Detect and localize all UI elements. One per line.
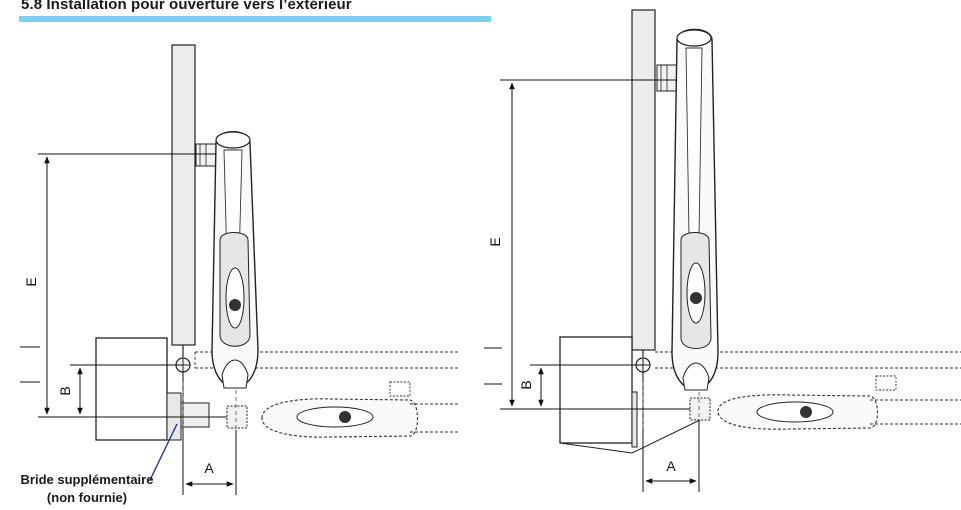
reference-lines	[182, 382, 237, 430]
right-figure: E B A	[484, 9, 961, 492]
dimension-label-a: A	[666, 458, 676, 474]
dimension-label-e: E	[23, 277, 39, 286]
dimension-label-b: B	[57, 386, 73, 395]
callout-line-1: Bride supplémentaire	[21, 472, 154, 487]
actuator-horizontal	[689, 375, 961, 430]
actuator-vertical	[656, 28, 719, 391]
gate-post	[631, 9, 656, 351]
dimension-label-e: E	[487, 237, 503, 246]
wall-bracket-box	[95, 337, 168, 441]
dimension-label-a: A	[204, 460, 214, 476]
callout-leader	[149, 423, 178, 481]
mounting-plate	[631, 391, 638, 448]
wall-bracket-box	[559, 336, 633, 444]
gate-post	[171, 44, 196, 346]
gate-leaf-outline	[194, 351, 460, 369]
section-heading: 5.8 Installation pour ouverture vers l’e…	[21, 0, 352, 13]
dimension-lines	[20, 153, 237, 495]
heading-underline	[19, 16, 491, 22]
dimension-label-b: B	[518, 380, 534, 389]
reference-lines	[642, 382, 700, 430]
actuator-vertical	[195, 131, 259, 389]
left-figure: E B A Bride supplémentaire (non fournie)	[20, 44, 460, 505]
gate-hinge	[175, 345, 191, 373]
bracket-arm	[180, 402, 210, 428]
callout-line-2: (non fournie)	[47, 490, 127, 505]
gate-hinge	[635, 350, 651, 373]
actuator-horizontal	[226, 381, 460, 438]
